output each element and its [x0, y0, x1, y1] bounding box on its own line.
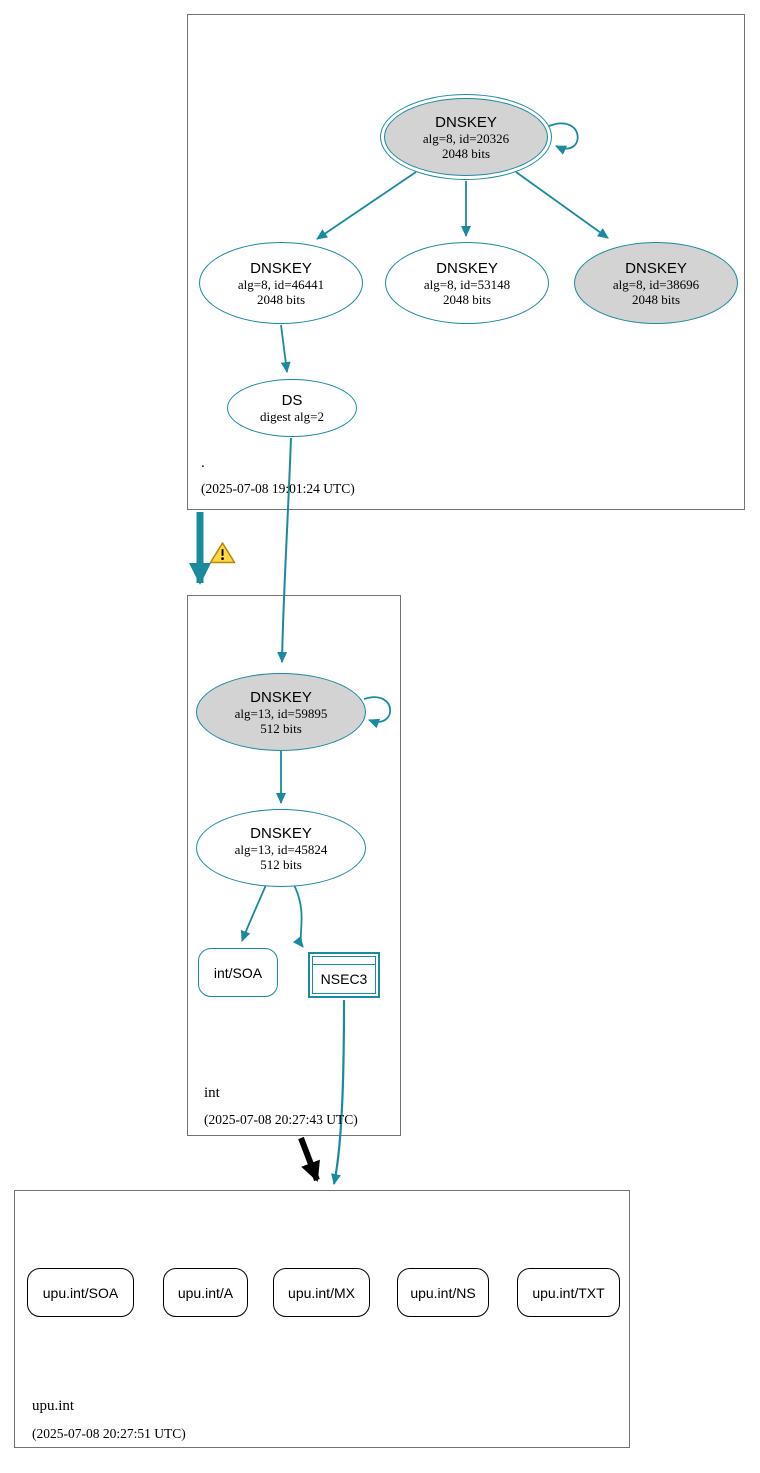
zone-box-upu-int: [14, 1190, 630, 1448]
zone-timestamp-root: (2025-07-08 19:01:24 UTC): [201, 481, 355, 496]
rrset-label: upu.int/MX: [288, 1284, 355, 1301]
node-title: DNSKEY: [436, 259, 498, 277]
nsec3-node[interactable]: NSEC3: [308, 952, 380, 998]
dnskey-node-inner: DNSKEY alg=8, id=20326 2048 bits: [384, 98, 548, 176]
warning-triangle-icon[interactable]: [209, 541, 236, 570]
dnskey-node-root-53148[interactable]: DNSKEY alg=8, id=53148 2048 bits: [385, 242, 549, 324]
node-alg-id: alg=8, id=20326: [422, 130, 510, 146]
node-bits: 512 bits: [260, 856, 302, 872]
rrset-node-int-soa[interactable]: int/SOA: [198, 948, 278, 997]
zone-name-int: int: [204, 1085, 220, 1101]
rrset-node-upu-int-a[interactable]: upu.int/A: [163, 1268, 248, 1317]
rrset-label: upu.int/SOA: [42, 1284, 119, 1301]
edge-delegation-int-to-upu: [298, 1136, 320, 1182]
nsec3-label: NSEC3: [320, 971, 368, 987]
node-bits: 2048 bits: [442, 291, 492, 307]
node-bits: 2048 bits: [441, 145, 491, 161]
rrset-label: upu.int/TXT: [532, 1284, 605, 1301]
node-bits: 2048 bits: [256, 291, 306, 307]
node-alg-id: alg=8, id=38696: [612, 276, 700, 292]
node-title: DNSKEY: [435, 113, 497, 131]
node-digest: digest alg=2: [259, 409, 325, 424]
dnskey-node-int-45824[interactable]: DNSKEY alg=13, id=45824 512 bits: [196, 809, 366, 887]
nsec3-top-cell: [313, 957, 375, 965]
rrset-node-upu-int-txt[interactable]: upu.int/TXT: [517, 1268, 620, 1317]
zone-timestamp-int: (2025-07-08 20:27:43 UTC): [204, 1112, 358, 1127]
zone-name-upu-int: upu.int: [32, 1398, 75, 1414]
ds-node-root[interactable]: DS digest alg=2: [227, 379, 357, 437]
node-title: DNSKEY: [250, 824, 312, 842]
node-alg-id: alg=8, id=46441: [237, 276, 325, 292]
node-title: DNSKEY: [250, 259, 312, 277]
rrset-node-upu-int-soa[interactable]: upu.int/SOA: [27, 1268, 134, 1317]
node-alg-id: alg=13, id=59895: [234, 705, 328, 721]
dnskey-node-int-ksk-59895[interactable]: DNSKEY alg=13, id=59895 512 bits: [196, 673, 366, 751]
rrset-label: upu.int/NS: [410, 1284, 476, 1301]
node-title: DS: [281, 392, 303, 409]
rrset-label: int/SOA: [213, 964, 263, 981]
dnskey-node-root-38696[interactable]: DNSKEY alg=8, id=38696 2048 bits: [574, 242, 738, 324]
node-bits: 512 bits: [260, 720, 302, 736]
rrset-node-upu-int-ns[interactable]: upu.int/NS: [397, 1268, 489, 1317]
node-title: DNSKEY: [625, 259, 687, 277]
node-bits: 2048 bits: [631, 291, 681, 307]
rrset-label: upu.int/A: [177, 1284, 234, 1301]
nsec3-record-shape: NSEC3: [312, 956, 376, 994]
rrset-node-upu-int-mx[interactable]: upu.int/MX: [273, 1268, 370, 1317]
node-alg-id: alg=8, id=53148: [423, 276, 511, 292]
dnskey-node-root-ksk-20326[interactable]: DNSKEY alg=8, id=20326 2048 bits: [380, 94, 552, 180]
node-alg-id: alg=13, id=45824: [234, 841, 328, 857]
zone-timestamp-upu-int: (2025-07-08 20:27:51 UTC): [32, 1426, 186, 1441]
dnskey-node-root-46441[interactable]: DNSKEY alg=8, id=46441 2048 bits: [199, 242, 363, 324]
node-title: DNSKEY: [250, 688, 312, 706]
zone-name-root: .: [201, 455, 205, 471]
